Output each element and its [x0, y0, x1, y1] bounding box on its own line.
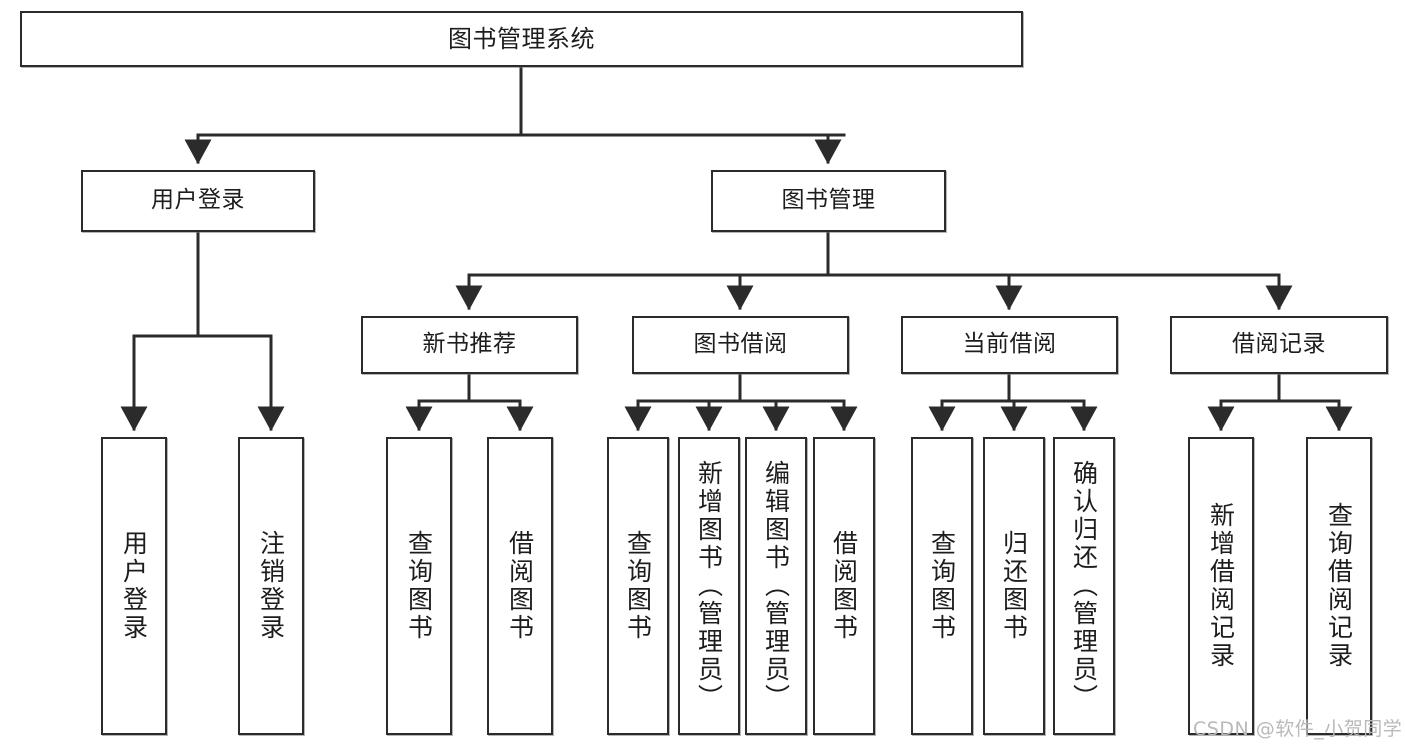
node-label: 借阅记录 — [1232, 331, 1326, 358]
node-leaf-borrow-book-recommend[interactable]: 借阅图书 — [487, 437, 553, 735]
node-label: 归还图书 — [999, 530, 1029, 642]
node-leaf-add-borrow-record[interactable]: 新增借阅记录 — [1188, 437, 1254, 735]
node-label: 查询图书 — [404, 530, 434, 642]
node-label: 借阅图书 — [829, 530, 859, 642]
node-leaf-add-book-admin[interactable]: 新增图书（管理员） — [678, 437, 740, 735]
node-leaf-edit-book-admin[interactable]: 编辑图书（管理员） — [745, 437, 807, 735]
node-label: 当前借阅 — [962, 331, 1057, 358]
node-label: 查询图书 — [623, 530, 653, 642]
node-label: 新增借阅记录 — [1206, 502, 1236, 670]
node-label: 查询借阅记录 — [1324, 502, 1354, 670]
node-leaf-borrow-book[interactable]: 借阅图书 — [813, 437, 875, 735]
node-leaf-user-login[interactable]: 用户登录 — [101, 437, 167, 735]
node-root-system[interactable]: 图书管理系统 — [20, 11, 1023, 67]
node-current-borrow[interactable]: 当前借阅 — [901, 316, 1118, 374]
node-label: 图书管理 — [781, 187, 876, 214]
node-label: 用户登录 — [119, 530, 149, 642]
node-leaf-query-book-borrow[interactable]: 查询图书 — [607, 437, 669, 735]
node-label: 借阅图书 — [505, 530, 535, 642]
node-user-login[interactable]: 用户登录 — [81, 170, 315, 232]
node-leaf-query-borrow-record[interactable]: 查询借阅记录 — [1306, 437, 1372, 735]
node-borrow-record[interactable]: 借阅记录 — [1170, 316, 1388, 374]
node-new-book-recommend[interactable]: 新书推荐 — [361, 316, 578, 374]
node-label: 查询图书 — [927, 530, 957, 642]
node-leaf-confirm-return-admin[interactable]: 确认归还（管理员） — [1053, 437, 1115, 735]
node-leaf-query-book-current[interactable]: 查询图书 — [911, 437, 973, 735]
node-book-borrow[interactable]: 图书借阅 — [632, 316, 849, 374]
node-label: 编辑图书（管理员） — [761, 460, 791, 712]
node-label: 注销登录 — [256, 530, 286, 642]
node-book-management[interactable]: 图书管理 — [711, 170, 946, 232]
node-label: 确认归还（管理员） — [1069, 460, 1099, 712]
csdn-watermark: CSDN @软件_小贺同学 — [1193, 718, 1403, 740]
node-leaf-query-book-recommend[interactable]: 查询图书 — [386, 437, 452, 735]
node-label: 新书推荐 — [422, 331, 517, 358]
node-label: 图书借阅 — [693, 331, 788, 358]
node-leaf-logout[interactable]: 注销登录 — [238, 437, 304, 735]
node-label: 用户登录 — [151, 187, 245, 214]
node-label: 新增图书（管理员） — [694, 460, 724, 712]
node-label: 图书管理系统 — [448, 24, 595, 53]
node-leaf-return-book[interactable]: 归还图书 — [983, 437, 1045, 735]
